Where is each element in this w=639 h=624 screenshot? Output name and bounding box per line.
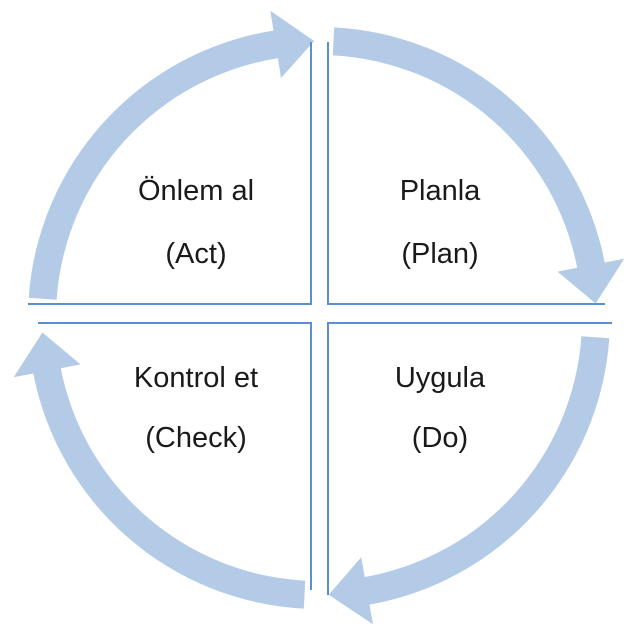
quadrant-check: Kontrol et (Check) [134,362,258,454]
check-subtitle: (Check) [145,422,247,454]
quadrant-dividers [28,42,612,595]
divider-check [38,322,312,590]
quadrant-plan: Planla (Plan) [400,175,481,270]
divider-do [327,322,612,595]
quadrant-act: Önlem al (Act) [138,175,254,270]
do-title: Uygula [395,362,486,394]
arrow-act-to-plan-icon [28,10,315,300]
quadrant-do: Uygula (Do) [395,362,486,454]
plan-title: Planla [400,175,481,207]
arrow-do-to-check-icon [328,336,610,624]
act-subtitle: (Act) [165,238,226,270]
divider-act [28,42,312,305]
divider-plan [327,42,605,305]
plan-subtitle: (Plan) [401,238,478,270]
act-title: Önlem al [138,175,254,207]
check-title: Kontrol et [134,362,258,394]
arrow-check-to-act-icon [13,332,306,609]
arrow-plan-to-do-icon [332,27,625,304]
do-subtitle: (Do) [412,422,468,454]
